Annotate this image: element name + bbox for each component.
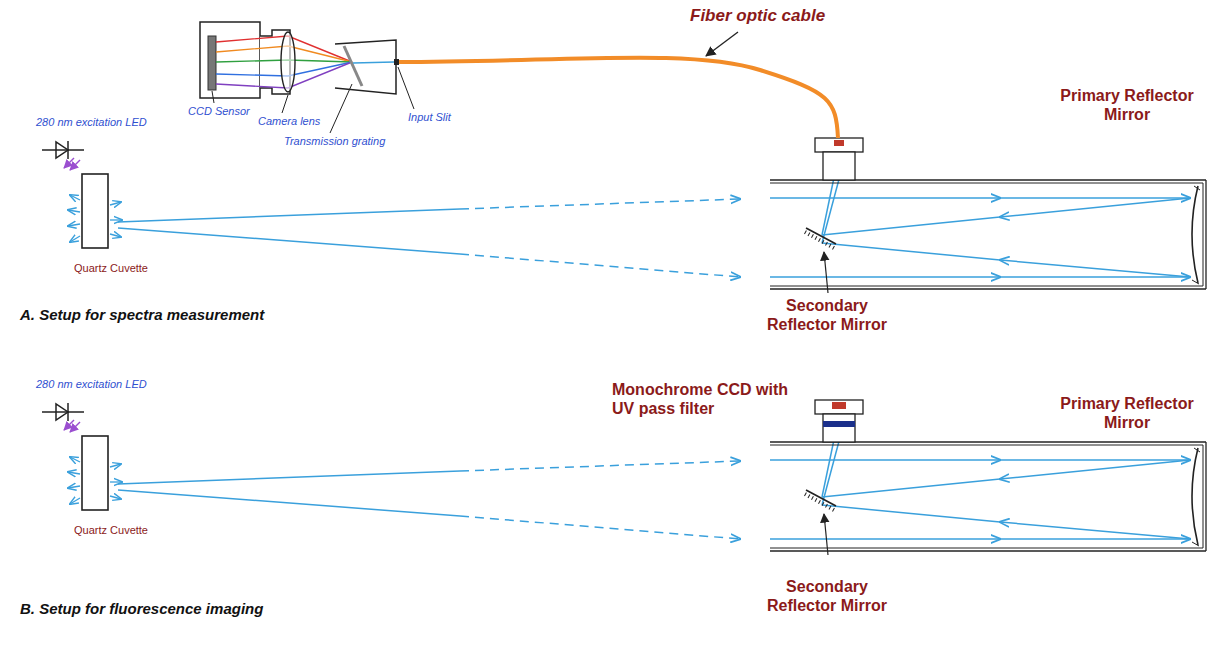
pointer-arrow <box>706 32 738 56</box>
part-label: Camera lens <box>258 115 320 128</box>
part-label: CCD Sensor <box>188 105 250 118</box>
setup-b-drawing <box>42 403 1206 555</box>
setup-caption: B. Setup for fluorescence imaging <box>20 600 263 618</box>
fiber-mount <box>815 138 863 180</box>
part-label: Primary Reflector Mirror <box>1052 86 1202 124</box>
part-label: Quartz Cuvette <box>74 262 148 275</box>
leader-lines <box>212 67 414 133</box>
part-label: Monochrome CCD with UV pass filter <box>612 380 812 418</box>
part-label: 280 nm excitation LED <box>36 378 147 391</box>
setup-caption: A. Setup for spectra measurement <box>20 306 264 324</box>
part-label: Primary Reflector Mirror <box>1052 394 1202 432</box>
part-label: Transmission grating <box>284 135 385 148</box>
part-label: Secondary Reflector Mirror <box>752 296 902 334</box>
callout-label: Fiber optic cable <box>690 6 825 26</box>
setup-a-drawing <box>42 141 1206 293</box>
part-label: Input Slit <box>408 111 451 124</box>
part-label: Secondary Reflector Mirror <box>752 577 902 615</box>
part-label: Quartz Cuvette <box>74 524 148 537</box>
part-label: 280 nm excitation LED <box>36 116 147 129</box>
spectrometer <box>200 22 399 98</box>
monochrome-ccd <box>815 400 863 442</box>
fiber-optic-cable <box>398 58 838 138</box>
